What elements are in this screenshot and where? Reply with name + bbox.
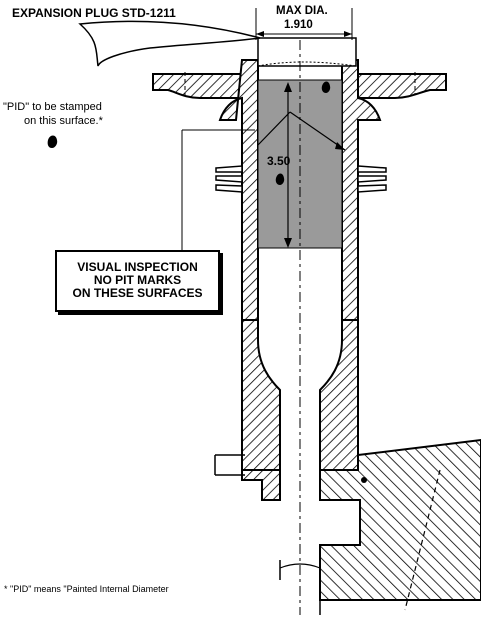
inspection-line2: NO PIT MARKS xyxy=(93,273,182,287)
inspection-line1: VISUAL INSPECTION xyxy=(77,260,198,274)
right-wall-upper xyxy=(341,59,382,321)
footnote: * "PID" means "Painted Internal Diameter xyxy=(4,584,169,594)
max-dia-label: MAX DIA. xyxy=(276,5,328,17)
fins-left xyxy=(215,165,243,193)
top-flange-right xyxy=(347,73,447,99)
max-dia-value: 1.910 xyxy=(284,19,313,31)
plug-label: EXPANSION PLUG STD-1211 xyxy=(12,6,176,20)
pid-note-line2: on this surface.* xyxy=(24,115,103,127)
depth-dimension-label: 3.50 xyxy=(267,154,291,168)
top-flange-left xyxy=(152,73,243,99)
inspection-line3: ON THESE SURFACES xyxy=(72,286,203,300)
lower-left-foot xyxy=(241,469,281,501)
fins-right xyxy=(357,165,387,193)
right-wall-middle xyxy=(319,319,359,471)
left-wall-middle xyxy=(241,319,281,471)
bottom-bore xyxy=(279,560,321,615)
pid-note-line1: "PID" to be stamped xyxy=(3,101,102,113)
plug-leader xyxy=(78,20,261,67)
pid-mark-icon xyxy=(47,81,331,185)
visual-inspection-callout: VISUAL INSPECTION NO PIT MARKS ON THESE … xyxy=(55,250,220,312)
expansion-plug xyxy=(257,37,357,67)
